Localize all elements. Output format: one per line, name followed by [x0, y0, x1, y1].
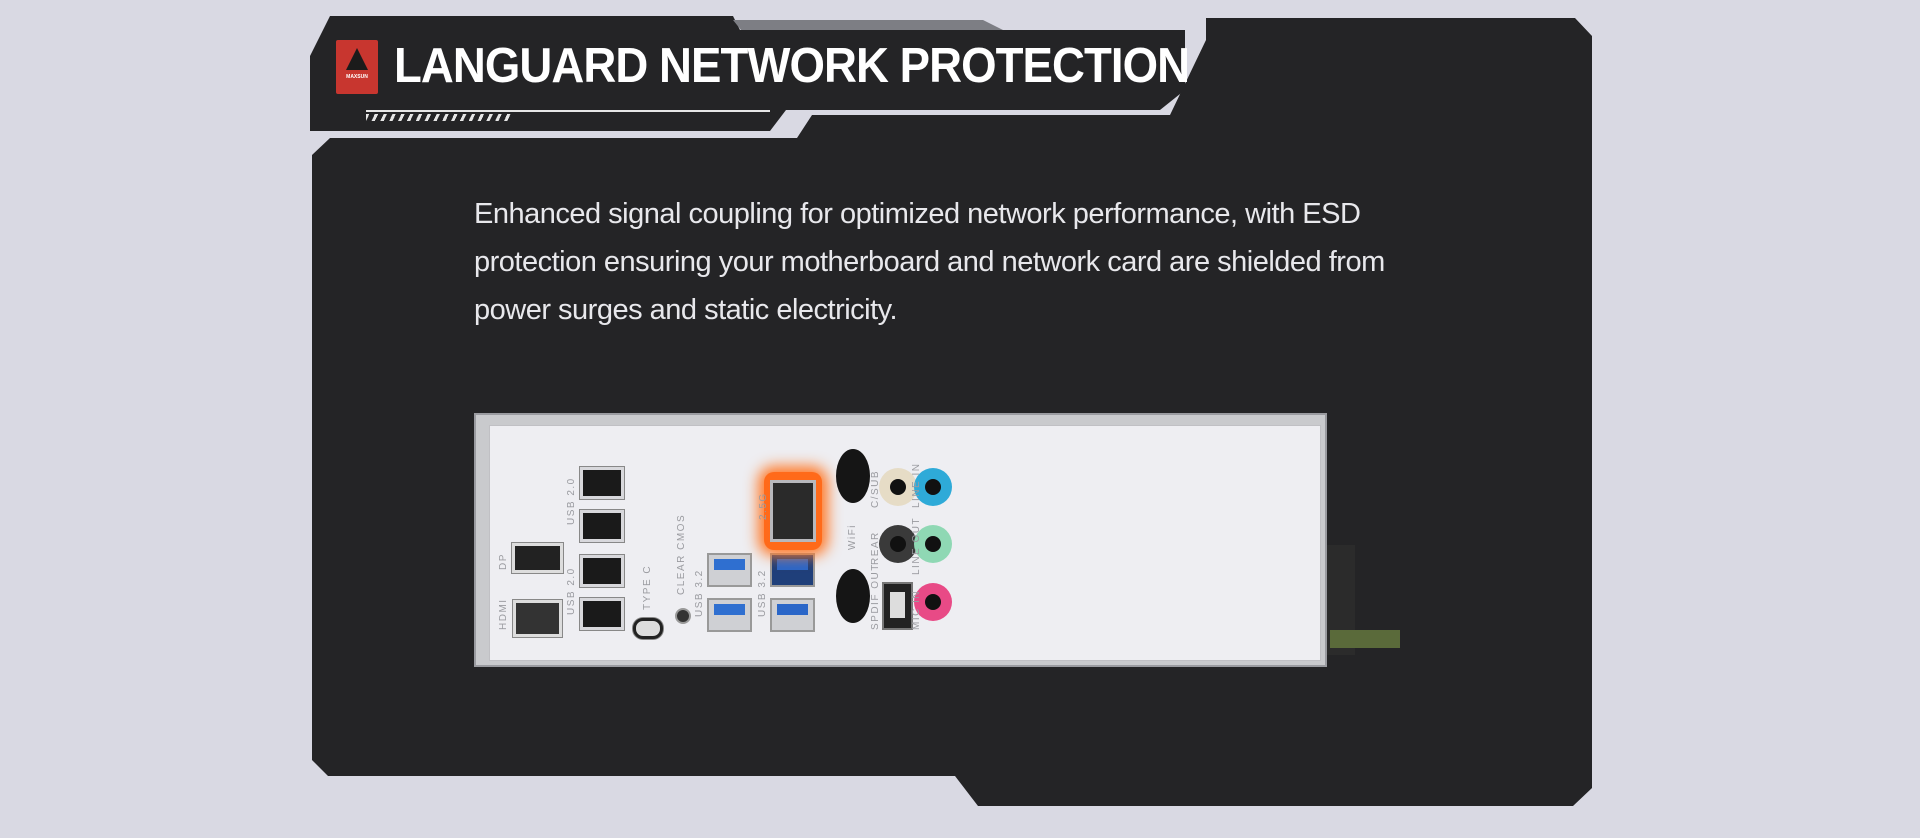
header-decoration: [733, 20, 1003, 30]
label-usb20: USB 2.0: [566, 477, 577, 525]
label-rear: REAR: [870, 531, 881, 565]
label-mic-in: MIC IN: [911, 589, 922, 630]
label-usb32: USB 3.2: [694, 569, 705, 617]
wifi-antenna-connector: [836, 449, 870, 503]
header-underline: [366, 110, 770, 112]
usb20-port: [580, 555, 624, 587]
maxsun-logo-icon: MAXSUN: [336, 40, 378, 94]
header-hatch-decoration: [366, 114, 512, 121]
audio-jack-line-out: [914, 525, 952, 563]
label-dp: DP: [498, 553, 509, 570]
clear-cmos-button: [675, 608, 691, 624]
label-usb32: USB 3.2: [757, 569, 768, 617]
logo-text: MAXSUN: [346, 74, 368, 80]
usb32-port: [770, 598, 815, 632]
label-line-out: LINE OUT: [911, 516, 922, 575]
usb32-port: [707, 553, 752, 587]
feature-description: Enhanced signal coupling for optimized n…: [474, 198, 1385, 326]
usb20-port: [580, 510, 624, 542]
label-lan: 2.5G: [758, 492, 769, 520]
hdmi-port: [513, 600, 562, 637]
audio-jack-rear: [879, 525, 917, 563]
lan-port: [770, 480, 816, 542]
spdif-out-port: [882, 582, 913, 630]
audio-jack-csub: [879, 468, 917, 506]
audio-jack-line-in: [914, 468, 952, 506]
label-wifi: WiFi: [847, 524, 858, 550]
label-spdif-out: SPDIF OUT: [870, 563, 881, 630]
page-title: LANGUARD NETWORK PROTECTION: [394, 39, 1190, 93]
wifi-antenna-connector: [836, 569, 870, 623]
usb-c-port: [633, 618, 663, 639]
usb32-port: [770, 553, 815, 587]
label-type-c: TYPE C: [642, 564, 653, 610]
label-hdmi: HDMI: [498, 598, 509, 630]
usb32-port: [707, 598, 752, 632]
label-line-in: LINE IN: [911, 462, 922, 508]
label-csub: C/SUB: [870, 469, 881, 508]
label-clear-cmos: CLEAR CMOS: [676, 513, 687, 595]
usb20-port: [580, 598, 624, 630]
pcb-edge: [1330, 630, 1400, 648]
usb20-port: [580, 467, 624, 499]
audio-jack-mic-in: [914, 583, 952, 621]
label-usb20: USB 2.0: [566, 567, 577, 615]
displayport-port: [512, 543, 563, 573]
